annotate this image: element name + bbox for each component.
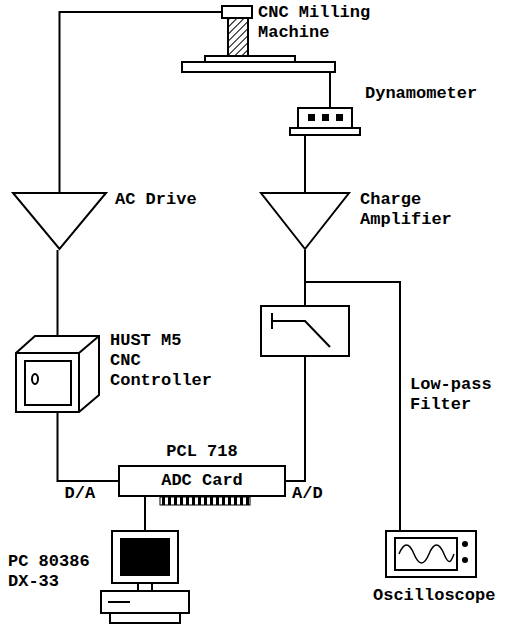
signal-line (304, 136, 306, 192)
machine-table (182, 62, 335, 72)
charge-amplifier-outline (260, 192, 350, 250)
adc-card: PCL 718ADC Card (118, 465, 286, 497)
node-body: ADC Card (118, 465, 286, 497)
spindle-cap (222, 6, 252, 18)
spindle-tool (228, 18, 248, 56)
node-label: CNC Milling Machine (258, 3, 423, 43)
signal-line (329, 72, 331, 108)
node-label: Low-pass Filter (410, 375, 500, 415)
node-label: Oscilloscope (373, 586, 498, 606)
dynamometer-outline (290, 108, 360, 136)
cnc-controller-outline (15, 335, 100, 413)
signal-label: D/A (64, 485, 97, 503)
low-pass-filter-outline (260, 305, 350, 357)
card-connector (160, 497, 250, 505)
oscilloscope-outline (385, 530, 477, 580)
oscilloscope: Oscilloscope (385, 530, 477, 580)
signal-line (57, 250, 59, 335)
ac-drive: AC Drive (12, 192, 107, 250)
signal-label: A/D (291, 485, 324, 503)
node-label: Dynamometer (365, 84, 495, 104)
signal-line (144, 497, 146, 530)
dynamometer: Dynamometer (290, 108, 360, 136)
node-label: AC Drive (115, 190, 215, 210)
signal-line (60, 12, 223, 192)
personal-computer-outline (100, 530, 190, 625)
personal-computer: PC 80386 DX-33 (100, 530, 190, 625)
signal-line (58, 413, 119, 481)
node-label: Charge Amplifier (360, 190, 470, 230)
node-label: PCL 718 (118, 442, 286, 462)
cnc-controller: HUST M5 CNC Controller (15, 335, 100, 413)
ac-drive-outline (12, 192, 107, 250)
low-pass-filter: Low-pass Filter (260, 305, 350, 357)
node-label: HUST M5 CNC Controller (110, 331, 215, 391)
node-label: PC 80386 DX-33 (8, 552, 96, 592)
milling-machine: CNC Milling Machine (222, 5, 340, 72)
signal-line (286, 357, 305, 481)
charge-amplifier: Charge Amplifier (260, 192, 350, 250)
